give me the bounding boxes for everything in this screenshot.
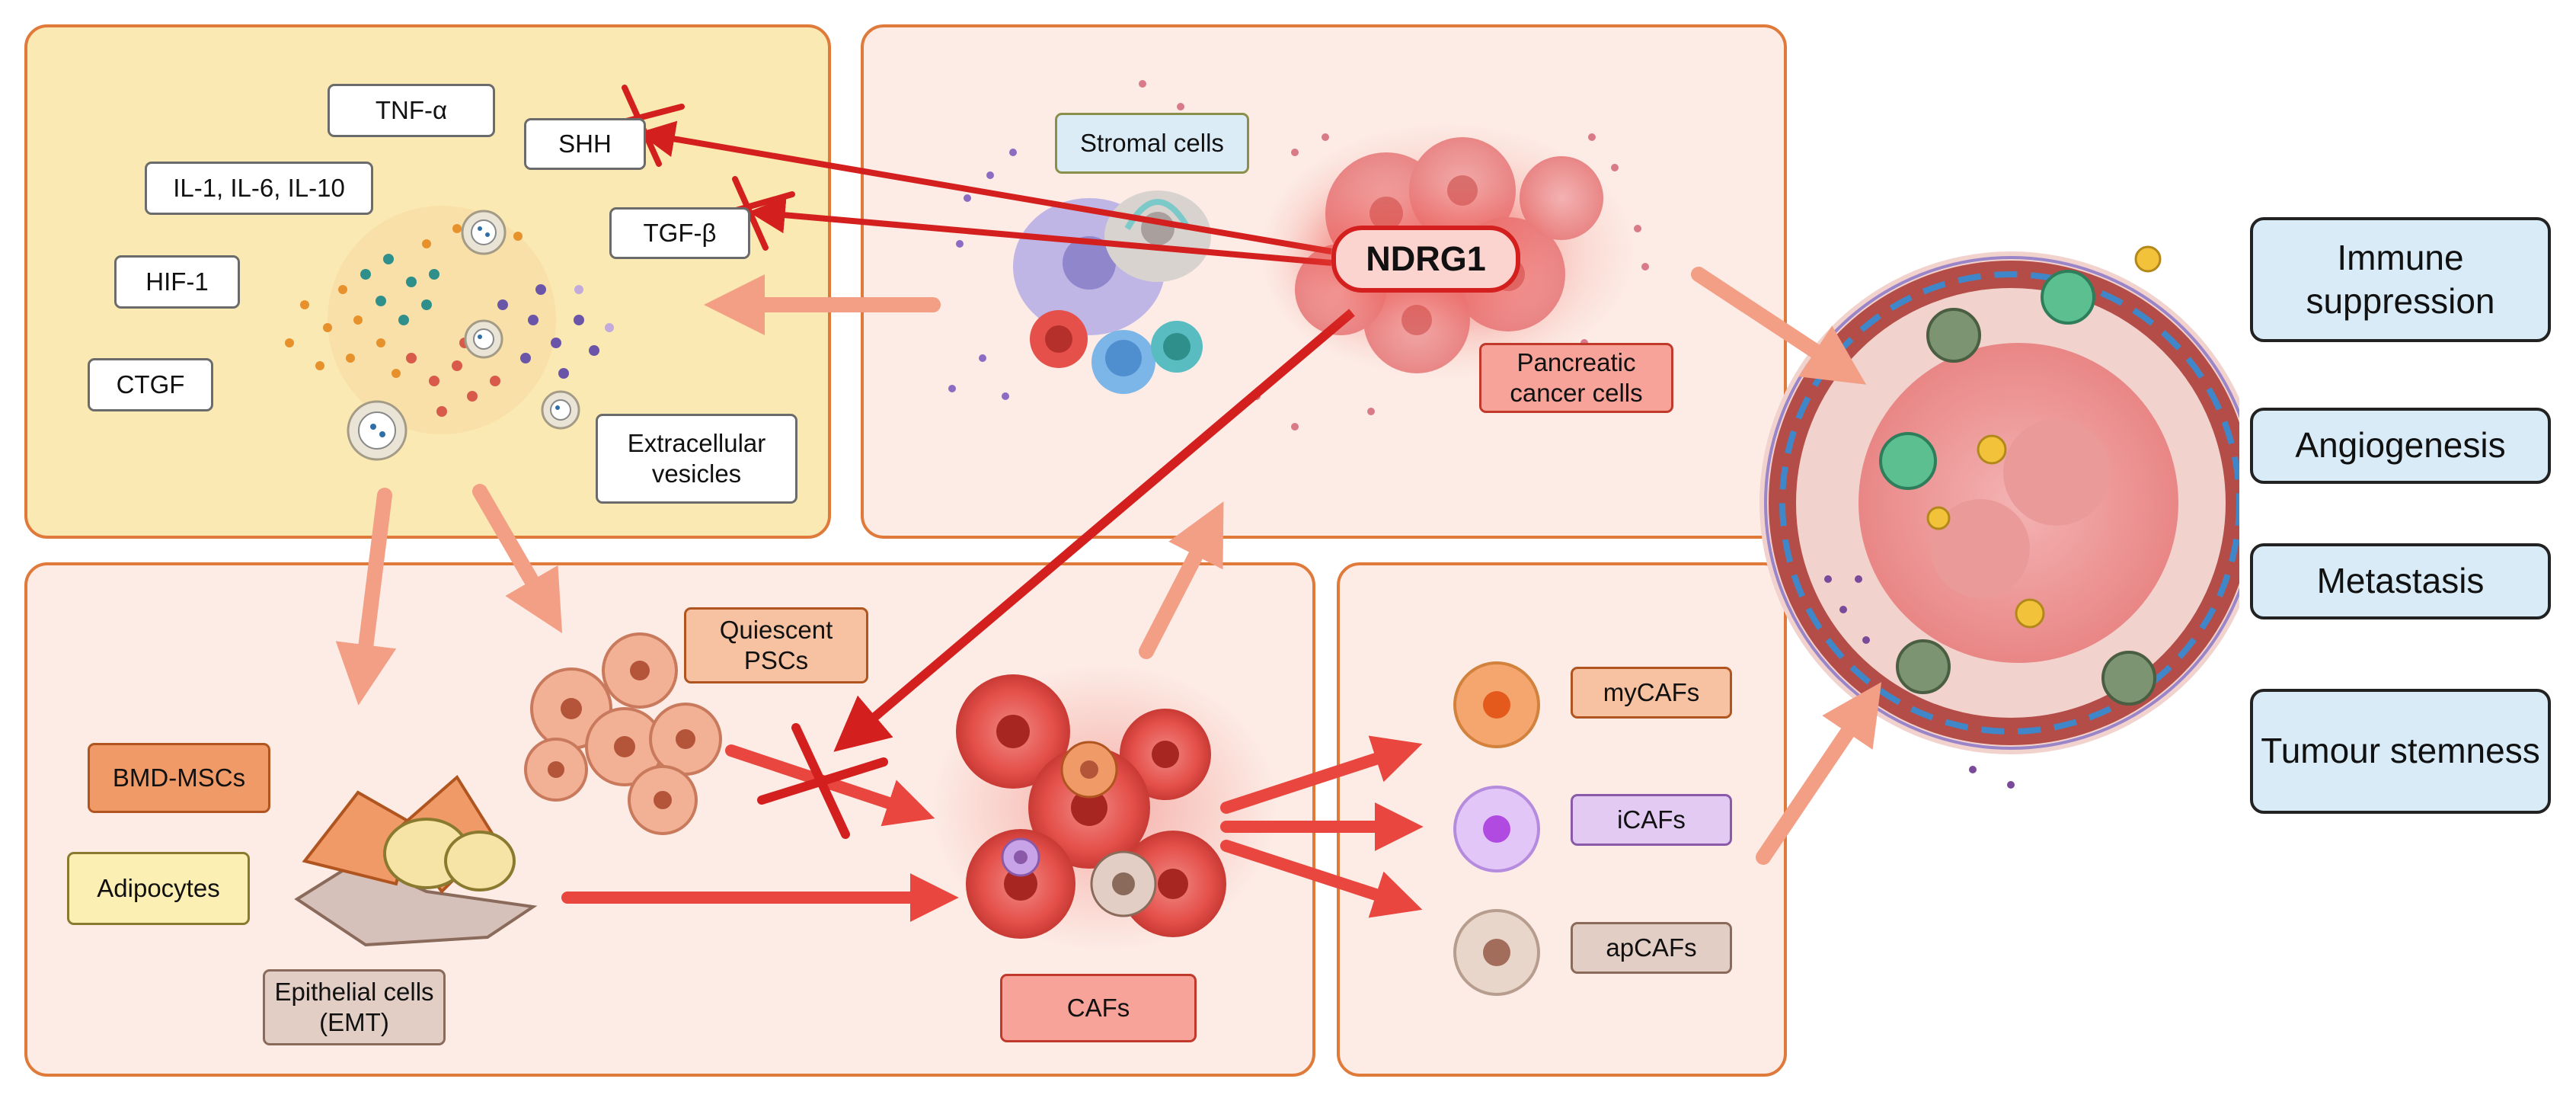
label-cafs: CAFs xyxy=(1000,974,1197,1042)
label-interleukins: IL-1, IL-6, IL-10 xyxy=(145,162,373,215)
arrow-subtypes-to-tumour xyxy=(1756,682,1882,865)
flow-arrows xyxy=(335,267,1882,865)
label-tnf-alpha: TNF-α xyxy=(328,84,495,137)
cafs-cluster-illustration xyxy=(929,663,1280,952)
label-quiescent-pscs: Quiescent PSCs xyxy=(684,607,868,683)
label-hif-1: HIF-1 xyxy=(114,255,240,309)
label-adipocytes: Adipocytes xyxy=(67,852,250,925)
arrow-cafs-to-tumour xyxy=(1139,501,1224,659)
arrow-cytokines-to-epithelial xyxy=(335,488,397,706)
label-ctgf: CTGF xyxy=(88,358,213,411)
label-apcafs: apCAFs xyxy=(1571,922,1732,974)
label-stromal-cells: Stromal cells xyxy=(1055,113,1249,174)
outcome-immune-suppression: Immune suppression xyxy=(2250,217,2551,342)
label-extracellular-vesicles: Extracellular vesicles xyxy=(596,414,797,504)
outcome-tumour-stemness: Tumour stemness xyxy=(2250,689,2551,814)
inhibition-line-tgf xyxy=(748,197,1332,266)
mycaf-cell-icon xyxy=(1453,661,1540,748)
inhibition-line-shh xyxy=(638,120,1332,254)
label-mycafs: myCAFs xyxy=(1571,667,1732,719)
quiescent-psc-cluster-illustration xyxy=(524,632,722,835)
epithelial-cells-illustration xyxy=(294,774,538,947)
label-shh: SHH xyxy=(524,118,646,170)
arrow-cytokines-to-pscs xyxy=(472,484,563,634)
ndrg1-node: NDRG1 xyxy=(1331,226,1520,293)
icaf-cell-icon xyxy=(1453,786,1540,872)
label-icafs: iCAFs xyxy=(1571,794,1732,846)
apcaf-cell-icon xyxy=(1453,909,1540,996)
arrow-cafs-to-mycafs xyxy=(1220,735,1423,814)
ndrg1-inhibition-lines xyxy=(638,120,1355,752)
outcome-angiogenesis: Angiogenesis xyxy=(2250,408,2551,484)
label-pancreatic-cancer-cells: Pancreatic cancer cells xyxy=(1479,343,1673,413)
stromal-cells-illustration xyxy=(948,149,1211,400)
outcome-metastasis: Metastasis xyxy=(2250,543,2551,619)
label-tgf-beta: TGF-β xyxy=(609,207,750,259)
extracellular-vesicles-icon xyxy=(347,210,580,461)
label-epithelial-cells-emt: Epithelial cells (EMT) xyxy=(263,969,446,1045)
inhibition-line-psc-to-caf xyxy=(833,309,1355,752)
label-bmd-mscs: BMD-MSCs xyxy=(88,743,270,813)
arrow-cafs-to-apcafs xyxy=(1220,840,1423,918)
arrow-ndrg1-to-tumour xyxy=(1691,267,1867,385)
